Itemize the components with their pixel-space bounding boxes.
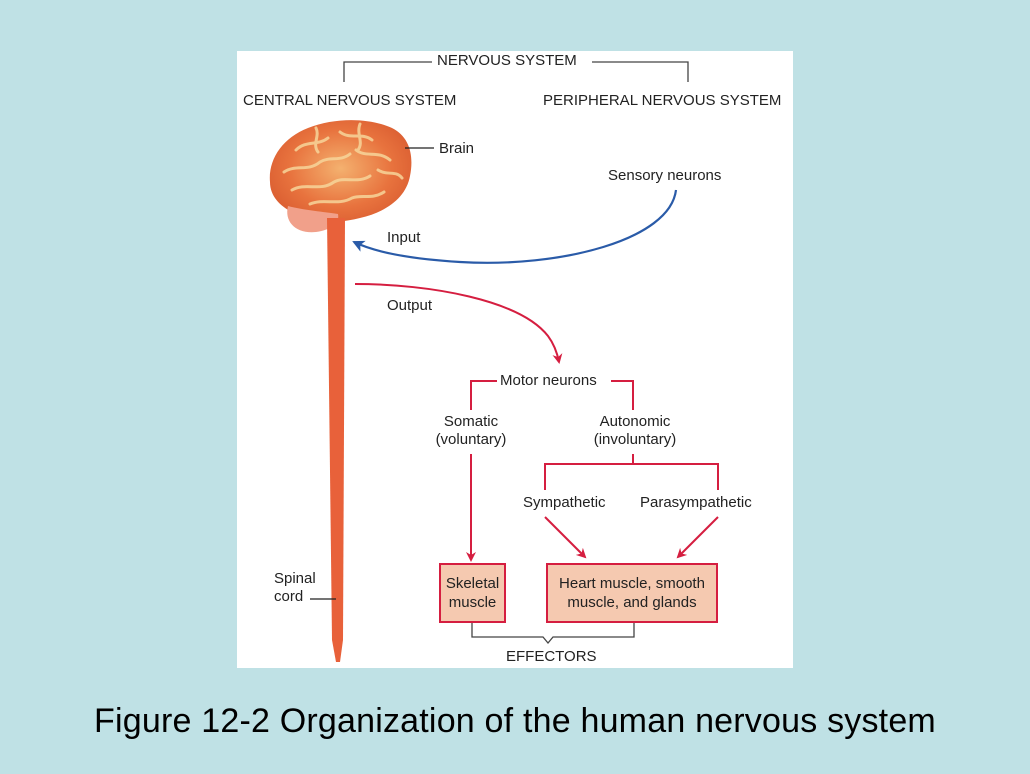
skeletal-muscle-box: Skeletal muscle [439, 563, 506, 623]
spinal-cord [310, 218, 345, 662]
motor-neurons-label: Motor neurons [500, 372, 597, 389]
somatic-subtitle: (voluntary) [435, 431, 507, 448]
autonomic-label: Autonomic (involuntary) [575, 413, 695, 449]
brain-label: Brain [439, 140, 475, 157]
output-arrow [354, 283, 563, 364]
spinal-cord-label: Spinal cord [274, 570, 316, 606]
skeletal-muscle-line2: muscle [448, 594, 497, 611]
somatic-title: Somatic [443, 413, 499, 430]
sensory-neurons-label: Sensory neurons [608, 167, 722, 184]
peripheral-nervous-system-label: PERIPHERAL NERVOUS SYSTEM [543, 92, 782, 109]
central-nervous-system-label: CENTRAL NERVOUS SYSTEM [243, 92, 457, 109]
brain-illustration [269, 120, 434, 233]
heart-smooth-muscle-glands-box: Heart muscle, smooth muscle, and glands [546, 563, 718, 623]
input-arrow [352, 189, 678, 264]
autonomic-subtitle: (involuntary) [593, 431, 677, 448]
spinal-cord-label-line2: cord [274, 588, 304, 605]
sympathetic-arrow [544, 516, 587, 559]
input-label: Input [387, 229, 421, 246]
output-label: Output [387, 297, 433, 314]
figure-caption: Figure 12-2 Organization of the human ne… [94, 702, 936, 740]
autonomic-bracket [544, 454, 719, 490]
sympathetic-label: Sympathetic [523, 494, 606, 511]
nervous-system-bracket [343, 61, 689, 82]
spinal-cord-label-line1: Spinal [274, 570, 316, 587]
somatic-label: Somatic (voluntary) [421, 413, 521, 449]
autonomic-title: Autonomic [599, 413, 671, 430]
nervous-system-title: NERVOUS SYSTEM [437, 52, 577, 69]
parasympathetic-label: Parasympathetic [640, 494, 752, 511]
skeletal-muscle-line1: Skeletal [445, 575, 500, 592]
parasympathetic-arrow [676, 516, 719, 559]
effectors-label: EFFECTORS [506, 648, 597, 665]
heart-box-line1: Heart muscle, smooth [559, 575, 705, 592]
effectors-bracket [471, 622, 635, 645]
heart-box-line2: muscle, and glands [567, 594, 697, 611]
motor-neurons-bracket [470, 380, 634, 410]
